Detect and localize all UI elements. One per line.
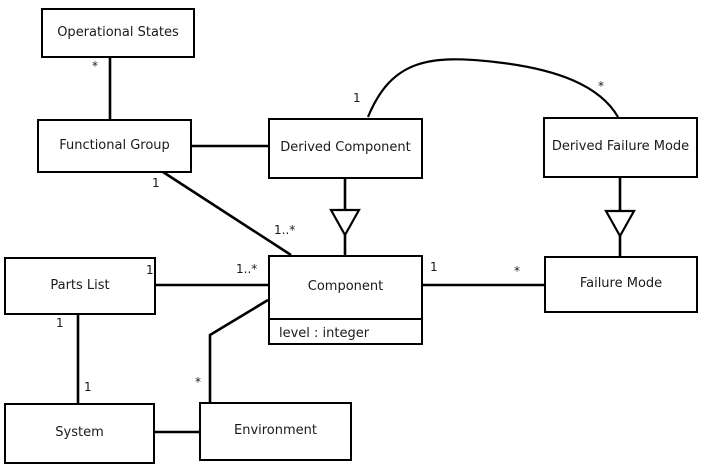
class-name-functional-group: Functional Group bbox=[59, 137, 170, 153]
class-box-environment[interactable]: Environment bbox=[199, 402, 352, 461]
multiplicity-derived-failure-mode-arc: * bbox=[598, 79, 604, 93]
edge-derived-component-derived-failure-mode bbox=[366, 58, 619, 118]
generalization-triangle-failure-mode bbox=[604, 209, 636, 239]
class-box-system[interactable]: System bbox=[4, 403, 155, 464]
edge-functional-group-component bbox=[162, 170, 292, 257]
generalization-triangle-component bbox=[329, 208, 361, 238]
multiplicity-derived-component-arc: 1 bbox=[353, 91, 361, 105]
class-name-derived-failure-mode: Derived Failure Mode bbox=[551, 139, 690, 155]
class-name-parts-list: Parts List bbox=[50, 277, 110, 293]
multiplicity-operational-states-functional-group: * bbox=[92, 59, 98, 73]
class-box-operational-states[interactable]: Operational States bbox=[41, 8, 195, 58]
edge-environment-component bbox=[208, 298, 269, 402]
class-attribute-component-level: level : integer bbox=[270, 318, 421, 347]
multiplicity-environment-component: * bbox=[195, 375, 201, 389]
multiplicity-system-top: 1 bbox=[84, 380, 92, 394]
class-name-operational-states: Operational States bbox=[57, 24, 179, 40]
class-box-parts-list[interactable]: Parts List bbox=[4, 257, 156, 315]
class-box-functional-group[interactable]: Functional Group bbox=[37, 119, 192, 173]
class-box-component[interactable]: Component level : integer bbox=[268, 255, 423, 345]
multiplicity-functional-group-component: 1 bbox=[152, 176, 160, 190]
multiplicity-parts-list-right: 1 bbox=[146, 263, 154, 277]
class-name-environment: Environment bbox=[233, 423, 317, 439]
multiplicity-failure-mode-left: * bbox=[514, 264, 520, 278]
class-box-failure-mode[interactable]: Failure Mode bbox=[544, 256, 698, 313]
class-box-derived-failure-mode[interactable]: Derived Failure Mode bbox=[543, 117, 698, 178]
class-name-component: Component bbox=[307, 279, 384, 295]
class-name-failure-mode: Failure Mode bbox=[579, 276, 663, 292]
class-name-system: System bbox=[55, 424, 104, 440]
class-box-derived-component[interactable]: Derived Component bbox=[268, 118, 423, 179]
multiplicity-component-right: 1 bbox=[430, 260, 438, 274]
multiplicity-diagonal-component: 1..* bbox=[274, 223, 296, 237]
multiplicity-component-left: 1..* bbox=[236, 262, 258, 276]
multiplicity-parts-list-bottom: 1 bbox=[56, 316, 64, 330]
class-name-derived-component: Derived Component bbox=[280, 140, 411, 156]
